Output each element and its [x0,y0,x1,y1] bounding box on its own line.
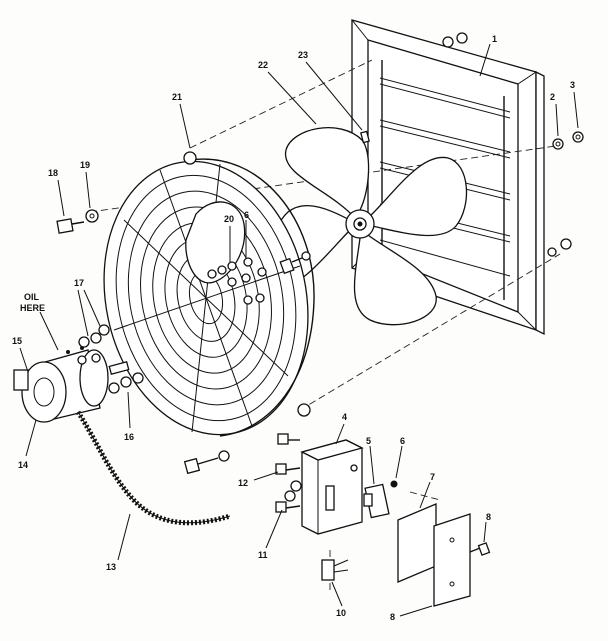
wire-guard [103,151,315,437]
callout-17: 17 [74,278,84,288]
callout-labels: 1 2 3 4 5 6 6 7 8 8 10 11 12 13 14 15 16… [12,34,575,622]
callout-11: 11 [258,550,268,560]
leader-lines [19,43,579,617]
callout-10: 10 [336,608,346,618]
oil-here-line-1: OIL [24,292,40,302]
callout-2: 2 [550,92,555,102]
callout-7: 7 [430,472,435,482]
callout-19: 19 [80,160,90,170]
callout-5: 5 [366,436,371,446]
callout-6-guard: 6 [244,210,249,220]
cover-screw [469,542,491,556]
switch [363,480,398,519]
callout-18: 18 [48,168,58,178]
hardware-left [56,209,311,394]
callout-4: 4 [342,412,347,422]
motor [13,346,109,423]
callout-3: 3 [570,80,575,90]
terminal-clip [321,559,349,581]
oil-here-line-2: HERE [20,303,45,313]
conduit-cable [75,410,231,526]
callout-8-plate: 8 [390,612,395,622]
callout-16: 16 [124,432,134,442]
junction-box [300,439,364,535]
hardware-box [183,433,302,513]
callout-22: 22 [258,60,268,70]
callout-23: 23 [298,50,308,60]
callout-15: 15 [12,336,22,346]
callout-14: 14 [18,460,28,470]
cover-plate [397,503,471,607]
callout-8-screw: 8 [486,512,491,522]
callout-21: 21 [172,92,182,102]
nut-group-top [442,32,584,257]
callout-13: 13 [106,562,116,572]
callout-20: 20 [224,214,234,224]
callout-12: 12 [238,478,248,488]
callout-6-box: 6 [400,436,405,446]
callout-1: 1 [492,34,497,44]
